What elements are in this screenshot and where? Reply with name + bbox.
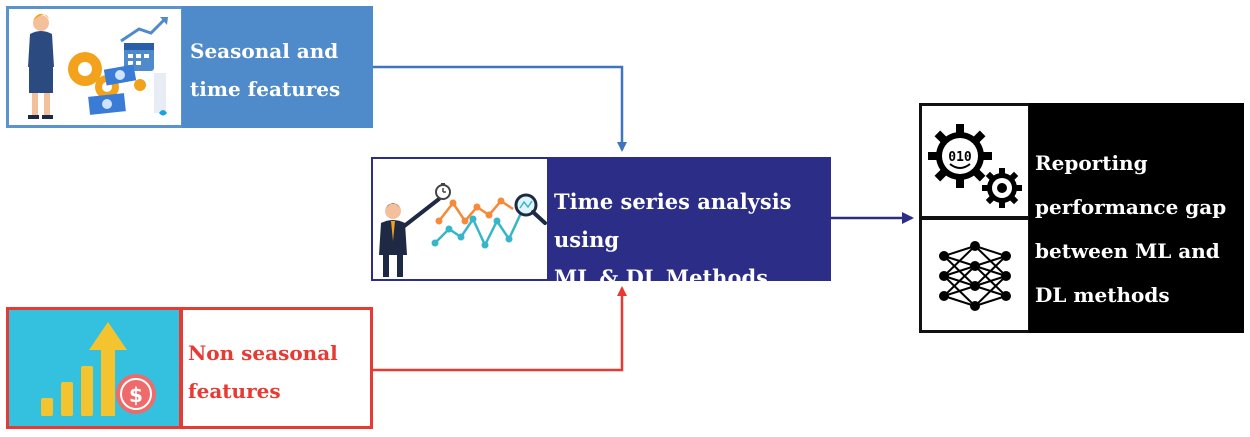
- gears-binary-icon: 010: [928, 124, 1022, 208]
- output-label-box: Reporting performance gap between ML and…: [1029, 103, 1244, 333]
- svg-text:$: $: [129, 383, 143, 407]
- analysis-label: Time series analysis using ML & DL Metho…: [554, 189, 792, 290]
- output-label: Reporting performance gap between ML and…: [1035, 151, 1227, 307]
- nonseasonal-label: Non seasonal features: [188, 341, 338, 403]
- neural-network-icon: [939, 241, 1011, 311]
- businesswoman-gears-calendar-money-icon: [28, 13, 168, 119]
- analysis-icon-panel: [371, 157, 549, 281]
- presenter-line-chart-magnifier-icon: [379, 183, 547, 277]
- seasonal-label: Seasonal and time features: [190, 39, 341, 101]
- nonseasonal-to-analysis-arrow: [373, 286, 627, 372]
- svg-text:010: 010: [948, 150, 972, 165]
- seasonal-icon-panel: [6, 6, 184, 128]
- nonseasonal-label-box: Non seasonal features: [180, 307, 373, 429]
- seasonal-label-box: Seasonal and time features: [182, 6, 373, 128]
- output-icon-top-panel: 010: [919, 103, 1031, 219]
- seasonal-to-analysis-arrow: [373, 65, 627, 152]
- output-icon-bottom-panel: [919, 217, 1031, 333]
- growth-bars-dollar-icon: $: [41, 322, 156, 416]
- nonseasonal-icon-panel: $: [6, 307, 182, 429]
- analysis-label-box: Time series analysis using ML & DL Metho…: [547, 157, 831, 290]
